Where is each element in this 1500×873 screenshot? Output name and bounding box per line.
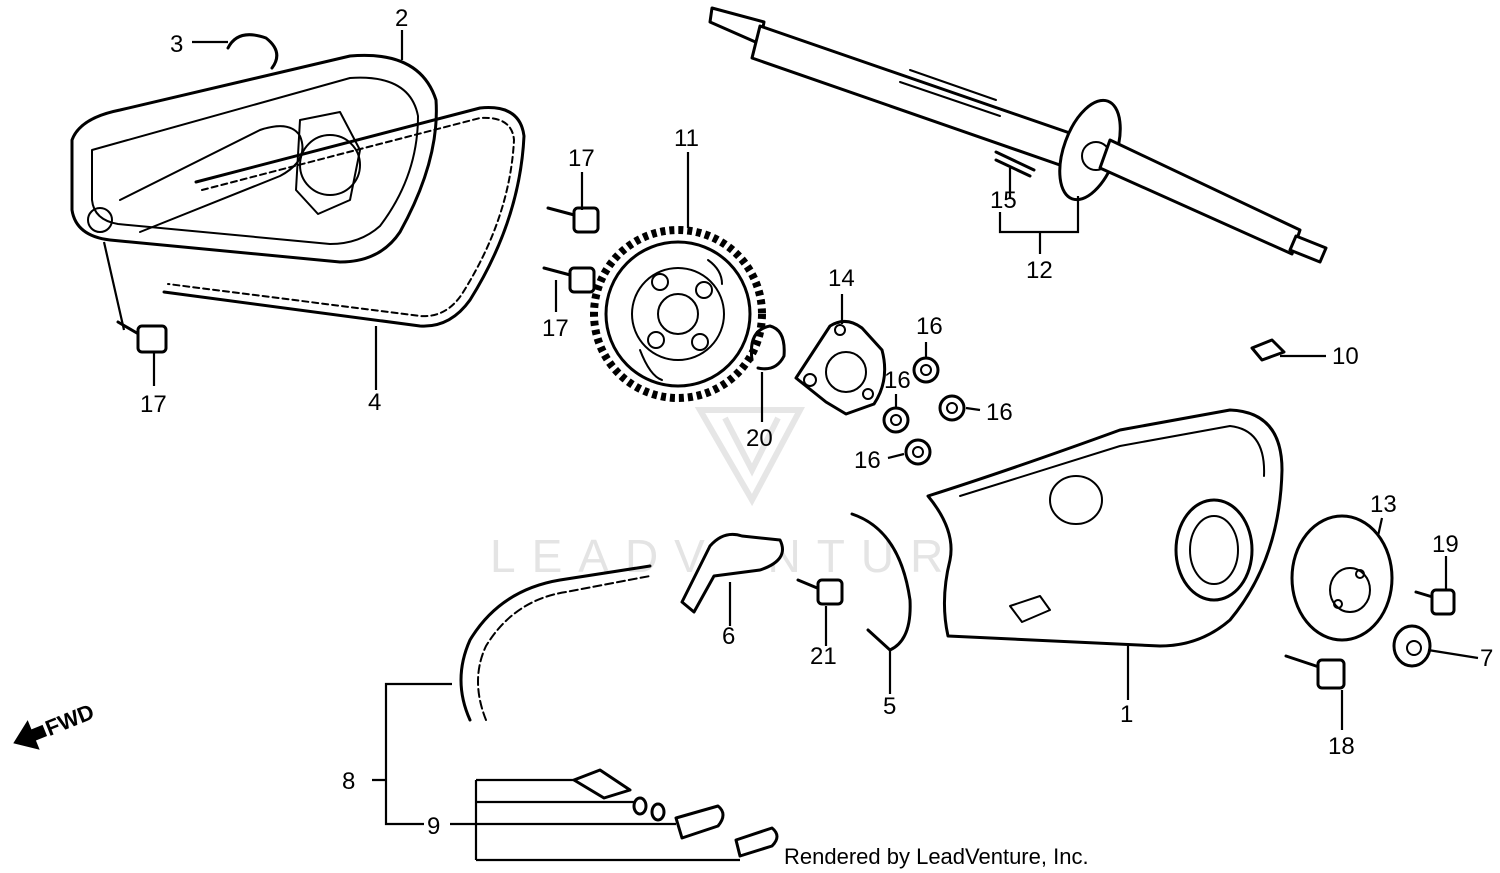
snap-ring <box>749 324 786 371</box>
leader-lines <box>102 30 1479 862</box>
chain-joint-orings <box>632 796 666 822</box>
callout-16c: 16 <box>986 399 1013 426</box>
chain-joint-plate <box>674 804 725 840</box>
callout-17c: 17 <box>140 391 167 418</box>
callout-9: 9 <box>427 813 440 840</box>
stud <box>994 150 1036 178</box>
bolt-17c <box>116 320 168 354</box>
callout-13: 13 <box>1370 491 1397 518</box>
chain-bracket <box>680 532 784 614</box>
nut-16b <box>882 406 910 434</box>
bolt-18 <box>1284 654 1346 690</box>
callout-16d: 16 <box>854 447 881 474</box>
chain-case-rear <box>70 53 438 264</box>
fwd-arrow: FWD <box>13 699 98 750</box>
clip <box>226 33 279 70</box>
callout-6: 6 <box>722 623 735 650</box>
callout-16b: 16 <box>884 367 911 394</box>
rear-axle <box>708 6 1328 264</box>
nut-16c <box>938 394 966 422</box>
callout-8: 8 <box>342 768 355 795</box>
callout-5: 5 <box>883 693 896 720</box>
bolt-17b <box>542 266 596 294</box>
callout-15: 15 <box>990 187 1017 214</box>
callout-14: 14 <box>828 265 855 292</box>
callout-2: 2 <box>395 5 408 32</box>
bolt-19 <box>1414 588 1456 616</box>
callout-16a: 16 <box>916 313 943 340</box>
callout-12: 12 <box>1026 257 1053 284</box>
chain-guide <box>850 512 912 652</box>
axle-nut <box>1392 624 1432 668</box>
small-clip <box>1250 338 1286 362</box>
brake-drum <box>1290 514 1394 642</box>
bolt-21 <box>796 578 844 606</box>
callout-7: 7 <box>1480 645 1493 672</box>
chain-joint-clip <box>734 826 779 858</box>
nut-16d <box>904 438 932 466</box>
callout-11: 11 <box>674 125 699 152</box>
callout-20: 20 <box>746 425 773 452</box>
callout-17a: 17 <box>568 145 595 172</box>
callout-19: 19 <box>1432 531 1459 558</box>
chain-case-cover <box>926 408 1284 648</box>
callout-4: 4 <box>368 389 381 416</box>
callout-3: 3 <box>170 31 183 58</box>
chain-joint-pins <box>572 768 632 800</box>
bolt-17a <box>546 206 600 234</box>
callout-18: 18 <box>1328 733 1355 760</box>
callout-10: 10 <box>1332 343 1359 370</box>
credit-text: Rendered by LeadVenture, Inc. <box>784 844 1089 869</box>
chain-segment <box>459 564 652 722</box>
callout-1: 1 <box>1120 701 1133 728</box>
drive-chain <box>162 106 526 328</box>
sprocket <box>590 226 766 402</box>
hub-flange <box>794 320 887 416</box>
fwd-label: FWD <box>42 699 98 741</box>
callout-17b: 17 <box>542 315 569 342</box>
callout-21: 21 <box>810 643 837 670</box>
nut-16a <box>912 356 940 384</box>
callouts: 1 2 3 4 5 6 7 8 9 10 11 12 13 14 15 16 1… <box>140 5 1493 840</box>
